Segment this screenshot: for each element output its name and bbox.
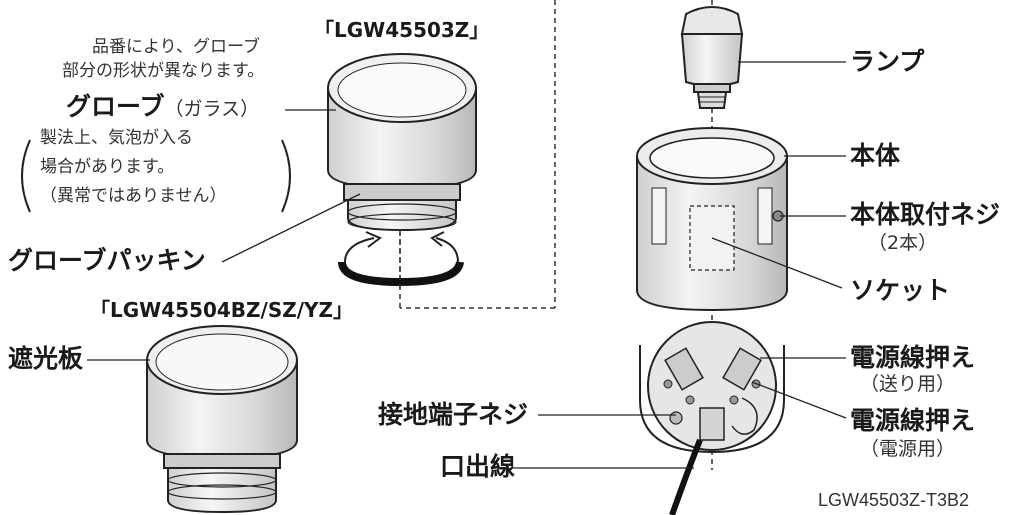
globe-material-label: （ガラス）: [164, 98, 260, 120]
drawing-code: LGW45503Z-T3B2: [818, 490, 970, 510]
ground-screw-label: 接地端子ネジ: [378, 400, 529, 429]
shade-label: 遮光板: [8, 344, 84, 373]
screw-label: 本体取付ネジ: [850, 200, 1001, 229]
shape-note-line2: 部分の形状が異なります。: [62, 61, 265, 81]
globe-label-group: グローブ（ガラス）: [66, 92, 259, 122]
rotation-arrow: [338, 230, 464, 290]
body-illustration: [636, 127, 788, 312]
bubble-note-line3: （異常ではありません）: [40, 186, 227, 206]
bubble-note-line2: 場合があります。: [40, 157, 175, 177]
model-label-top: 「LGW45503Z」: [314, 18, 490, 42]
shape-note-line1: 品番により、グローブ: [92, 37, 260, 57]
cable-label: 口出線: [440, 452, 516, 481]
clamp-power-label: 電源線押え: [850, 406, 976, 435]
clamp-feed-sub: （送り用）: [860, 373, 956, 395]
packing-label: グローブパッキン: [8, 246, 206, 275]
clamp-feed-label: 電源線押え: [850, 343, 976, 372]
shade-assembly: [146, 325, 298, 514]
bubble-note-line1: 製法上、気泡が入る: [40, 128, 193, 148]
socket-label: ソケット: [850, 276, 951, 305]
screw-count-label: （2本）: [868, 232, 938, 254]
bracket-right: [281, 139, 291, 213]
clamp-power-sub: （電源用）: [860, 438, 956, 460]
lamp-label: ランプ: [850, 47, 925, 76]
lamp-illustration: [680, 6, 744, 109]
leader-lines: [87, 61, 847, 469]
model-label-bottom: 「LGW45504BZ/SZ/YZ」: [90, 298, 354, 322]
globe-label: グローブ: [66, 92, 165, 121]
globe-assembly: [327, 53, 477, 232]
base-plate: [639, 321, 785, 515]
bracket-left: [21, 139, 31, 213]
body-label: 本体: [850, 141, 901, 170]
